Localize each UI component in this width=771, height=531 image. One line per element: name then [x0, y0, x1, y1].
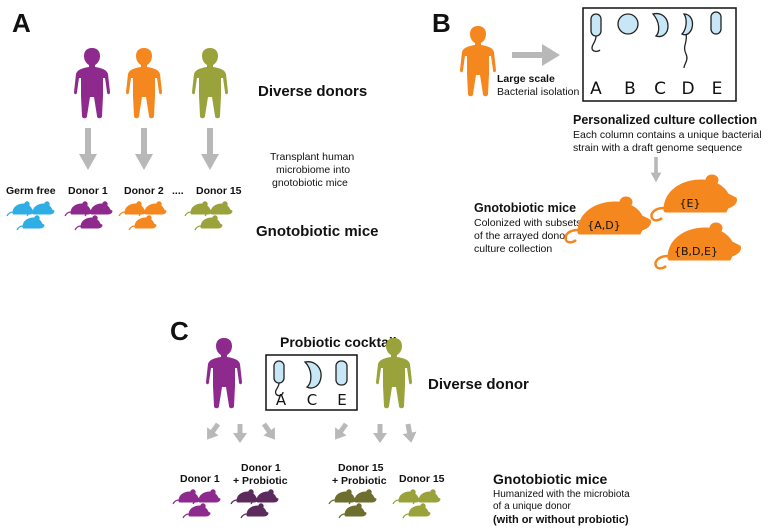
strain-letter-a: A [590, 79, 602, 99]
mice-c-donor1-probiotic [230, 489, 279, 519]
mice-germ-free [6, 201, 55, 231]
gnoto-desc-b-2: of the arrayed donor [474, 230, 569, 242]
arrow-a3 [201, 128, 219, 170]
gnoto-title-b: Gnotobiotic mice [474, 201, 576, 215]
mouse-label-e: {E} [680, 197, 701, 210]
collection-title: Personalized culture collection [573, 113, 757, 127]
group-c-donor15-prob-1: Donor 15 [338, 462, 384, 474]
cocktail-letter-c: C [307, 391, 317, 409]
group-c-donor1-prob-1: Donor 1 [241, 462, 281, 474]
gnoto-note-c: (with or without probiotic) [493, 514, 629, 526]
panel-a-letter: A [12, 8, 31, 38]
donor-olive-figure [192, 48, 228, 119]
group-c-donor1: Donor 1 [180, 473, 220, 485]
bacteria-strains-c [273, 360, 348, 397]
mouse-label-bde: {B,D,E} [674, 245, 718, 258]
arrow-b-down [650, 157, 662, 183]
group-donor15: Donor 15 [196, 185, 242, 197]
donor-purple-figure [74, 48, 110, 119]
diverse-donor-label: Diverse donor [428, 376, 529, 393]
collection-desc-2: strain with a draft genome sequence [573, 142, 742, 154]
transplant-line-3: gnotobiotic mice [272, 177, 348, 189]
panel-a: A Diverse donors Transplant human microb… [6, 8, 379, 240]
mice-c-donor15 [392, 489, 441, 519]
group-c-donor1-prob-2: + Probiotic [233, 475, 288, 487]
mouse-label-ad: {A,D} [587, 219, 621, 232]
diverse-donors-label: Diverse donors [258, 83, 367, 100]
strain-letters-b: A B C D E [590, 79, 722, 99]
donor-c-purple-figure [206, 338, 242, 409]
panel-b-letter: B [432, 8, 451, 38]
donor-orange-figure [126, 48, 162, 119]
group-germ-free: Germ free [6, 185, 56, 197]
mice-donor1 [64, 201, 113, 231]
strain-letter-d: D [681, 79, 694, 99]
cocktail-title: Probiotic cocktail [280, 334, 397, 350]
panel-c-letter: C [170, 316, 189, 346]
large-scale-label: Large scale [497, 73, 555, 85]
group-donor1: Donor 1 [68, 185, 108, 197]
transplant-line-1: Transplant human [270, 151, 354, 163]
strain-letter-c: C [654, 79, 666, 99]
group-c-donor15: Donor 15 [399, 473, 445, 485]
strain-letter-b: B [624, 79, 636, 99]
gnoto-desc-c-2: of a unique donor [493, 501, 572, 512]
gnotobiotic-mice-label-a: Gnotobiotic mice [256, 223, 379, 240]
group-c-donor15-prob-2: + Probiotic [332, 475, 387, 487]
gnoto-desc-b-3: culture collection [474, 243, 552, 255]
mice-c-donor15-probiotic [328, 489, 377, 519]
arrow-b-right [512, 44, 560, 66]
group-ellipsis: .... [172, 185, 184, 197]
mice-c-donor1 [172, 489, 221, 519]
panel-b: B Large scale Bacterial isolation A [432, 7, 762, 270]
gnoto-desc-c-1: Humanized with the microbiota [493, 489, 630, 500]
donor-b-figure [460, 26, 496, 97]
mice-donor2 [118, 201, 167, 231]
mice-donor15 [184, 201, 233, 231]
cocktail-letter-e: E [337, 391, 346, 409]
transplant-line-2: microbiome into [276, 164, 350, 176]
gnoto-title-c: Gnotobiotic mice [493, 471, 608, 487]
gnoto-desc-b-1: Colonized with subsets [474, 217, 581, 229]
arrows-c [207, 422, 417, 443]
panel-c: C Probiotic cocktail A C E Diverse donor… [170, 316, 630, 526]
strain-letter-e: E [712, 79, 723, 99]
arrow-a2 [135, 128, 153, 170]
bacteria-strains-b [590, 11, 722, 69]
arrow-a1 [79, 128, 97, 170]
group-donor2: Donor 2 [124, 185, 164, 197]
bacterial-isolation-label: Bacterial isolation [497, 86, 579, 98]
collection-desc-1: Each column contains a unique bacterial [573, 129, 762, 141]
cocktail-letter-a: A [276, 391, 287, 409]
